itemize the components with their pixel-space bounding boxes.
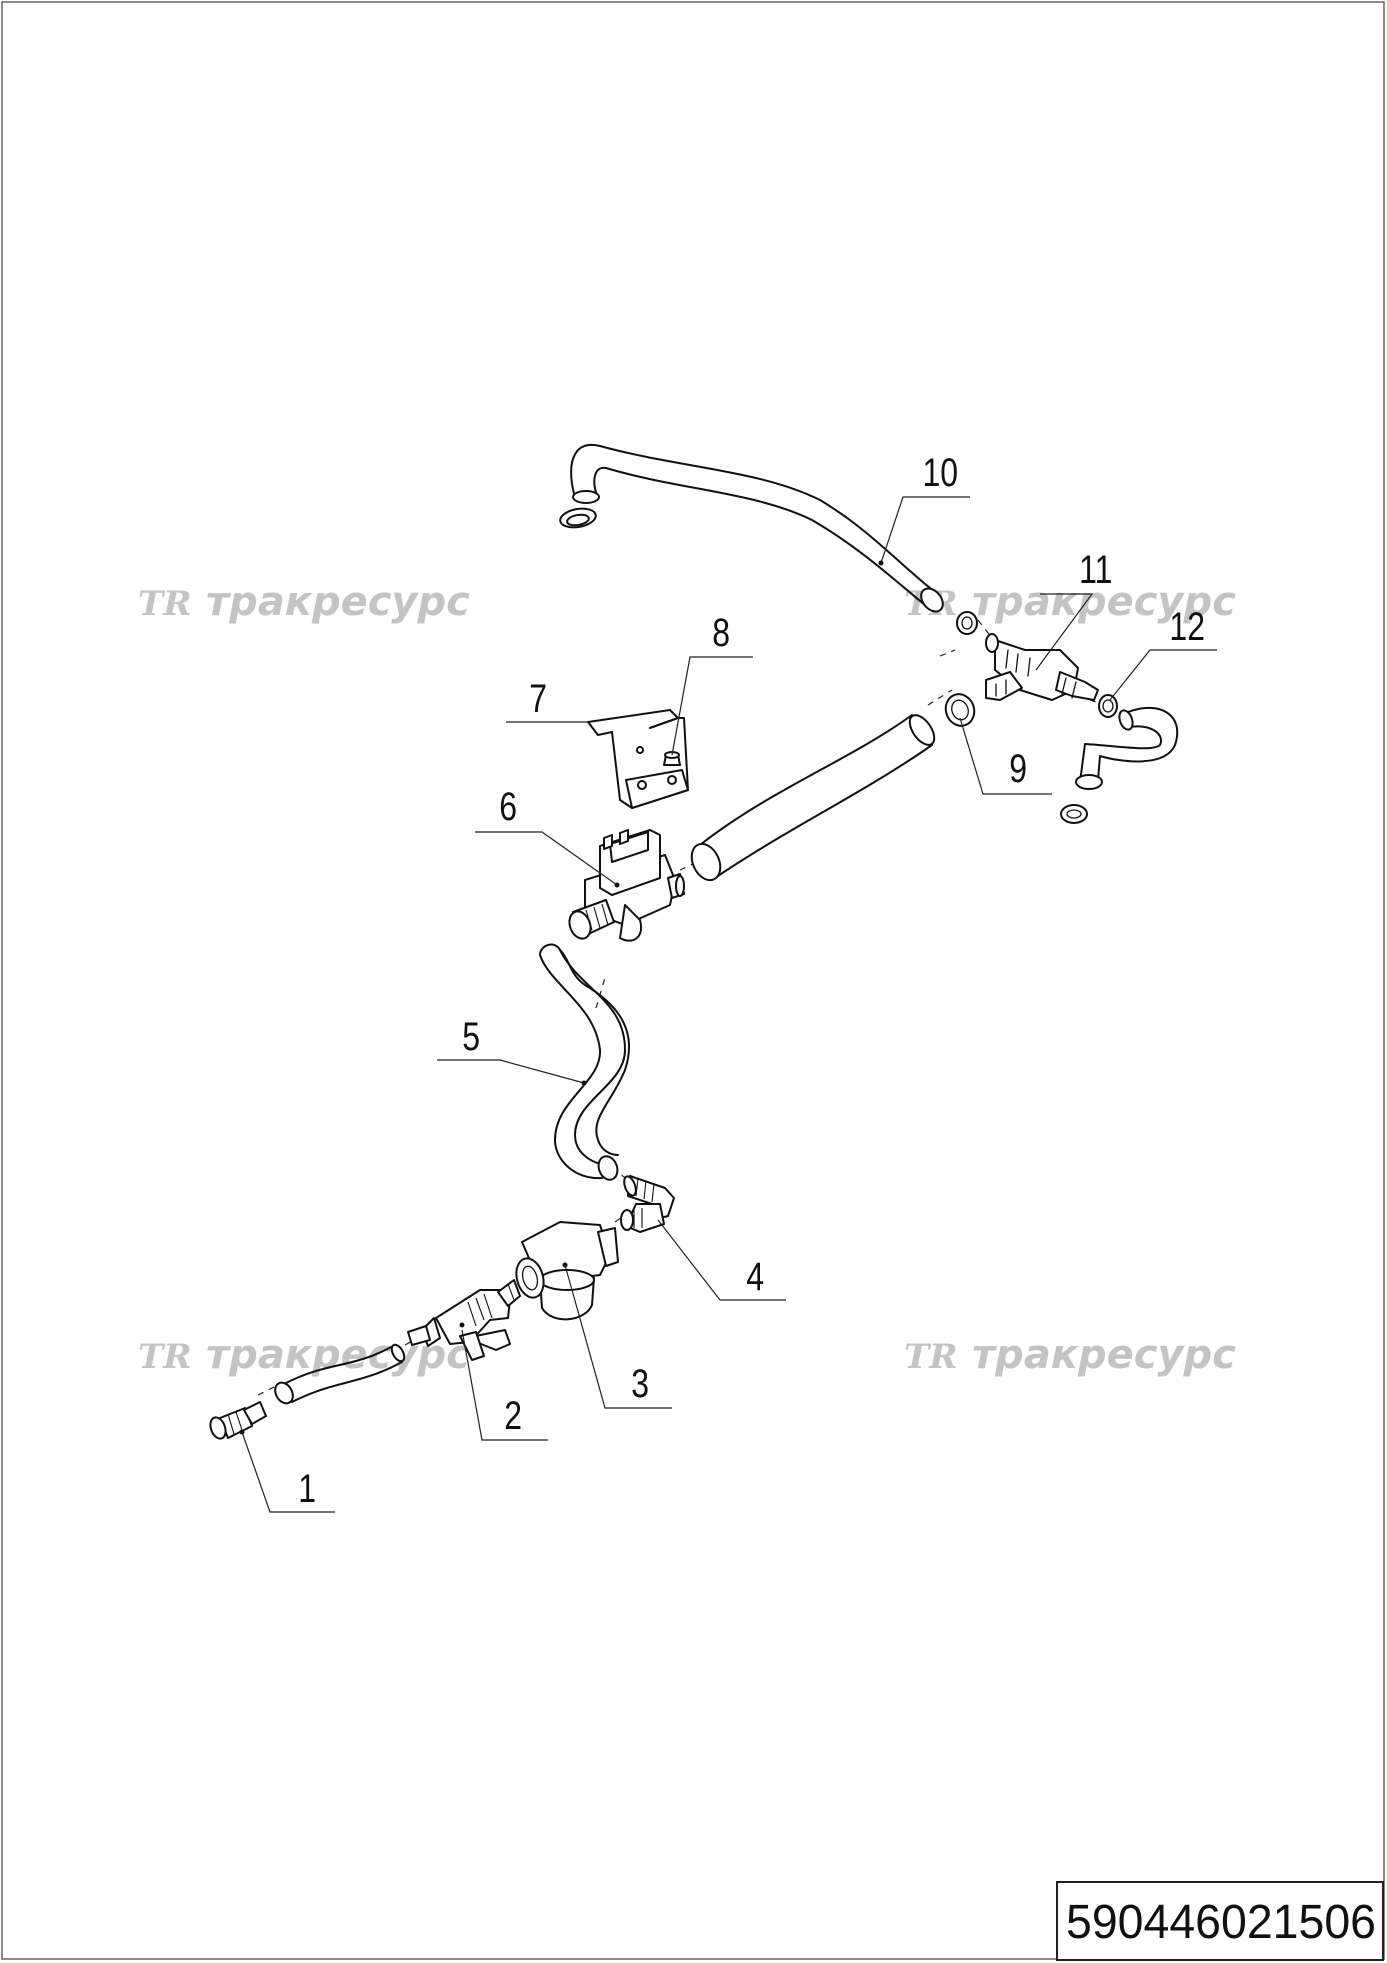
callout-9-label: 9 <box>1009 746 1027 791</box>
callout-7-label: 7 <box>529 676 547 721</box>
watermark-text: тракресурс <box>972 1332 1236 1378</box>
watermark-logo: TR <box>904 1337 958 1377</box>
part-10-upper-hose <box>559 443 944 613</box>
callout-3: 3 <box>564 1264 672 1409</box>
watermark-top-left: TR тракресурс <box>138 579 470 625</box>
callout-8: 8 <box>671 610 753 756</box>
callout-3-label: 3 <box>631 1361 649 1406</box>
watermark-text: тракресурс <box>972 579 1236 625</box>
watermark-logo: TR <box>138 1337 192 1377</box>
part-10-clamp <box>956 611 978 635</box>
part-3-filter-housing <box>515 1221 619 1321</box>
callout-12: 12 <box>1109 604 1217 701</box>
callout-4-label: 4 <box>746 1254 764 1299</box>
callout-5-label: 5 <box>462 1014 480 1059</box>
part-4-elbow-fitting <box>620 1175 675 1233</box>
callout-9: 9 <box>959 717 1052 795</box>
watermark-text: тракресурс <box>206 579 470 625</box>
watermark-top-right: TR тракресурс <box>904 579 1236 625</box>
short-hose <box>274 1343 406 1405</box>
callout-7: 7 <box>506 676 588 723</box>
part-7-bracket <box>587 709 689 809</box>
callout-6: 6 <box>475 784 618 886</box>
watermark-logo: TR <box>138 584 192 624</box>
watermark-bottom-right: TR тракресурс <box>904 1332 1236 1378</box>
callout-1-label: 1 <box>298 1466 316 1511</box>
part-6-valve <box>568 829 685 942</box>
document-code-box: 590446021506 <box>1056 1881 1384 1961</box>
callout-11-label: 11 <box>1079 547 1112 592</box>
callout-12-label: 12 <box>1169 604 1205 649</box>
part-12-small-hose <box>1060 706 1179 824</box>
callout-4: 4 <box>657 1219 786 1301</box>
callout-6-label: 6 <box>499 784 517 829</box>
part-12-clamp <box>1098 694 1118 718</box>
part-11-tee-fitting <box>985 633 1099 701</box>
document-code: 590446021506 <box>1066 1896 1376 1949</box>
part-2-tap <box>407 1279 521 1361</box>
part-5-s-hose <box>539 943 631 1181</box>
callout-10-label: 10 <box>922 450 958 495</box>
callout-8-label: 8 <box>712 610 730 655</box>
part-9-middle-hose <box>690 714 936 882</box>
part-9-clamp <box>944 693 976 727</box>
callout-5: 5 <box>437 1014 585 1084</box>
callout-2-label: 2 <box>504 1393 522 1438</box>
callout-1: 1 <box>239 1429 335 1513</box>
callout-10: 10 <box>878 450 970 566</box>
callout-11: 11 <box>1035 547 1112 671</box>
callout-2: 2 <box>461 1329 548 1441</box>
part-1-union-fitting <box>209 1401 267 1440</box>
